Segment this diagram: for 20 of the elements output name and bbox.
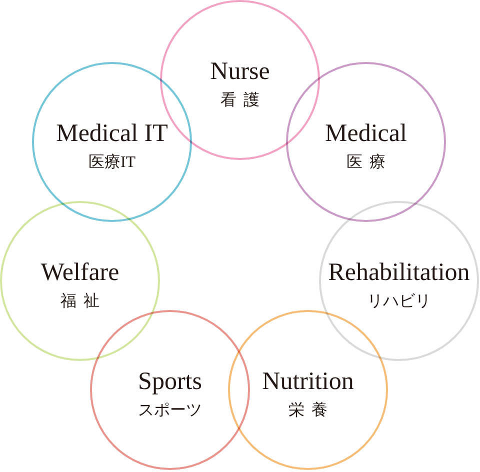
circle-title: Rehabilitation: [328, 260, 470, 286]
topic-circle: [286, 62, 446, 222]
circle-title: Medical: [325, 120, 407, 146]
topic-circle: [228, 310, 388, 470]
circle-title: Nutrition: [262, 368, 354, 394]
topic-circle: [319, 201, 479, 361]
topic-circle: [0, 201, 160, 361]
circle-subtitle: スポーツ: [138, 402, 202, 420]
circle-subtitle: 医療: [345, 154, 393, 172]
circle-title: Sports: [138, 368, 202, 394]
circle-subtitle: 医療IT: [88, 154, 136, 172]
circle-subtitle: リハビリ: [367, 292, 431, 310]
topic-circle: [32, 62, 192, 222]
circle-title: Welfare: [40, 260, 120, 286]
circle-title: Medical IT: [56, 120, 168, 146]
topic-circle: [90, 310, 250, 470]
circle-title: Nurse: [210, 58, 270, 84]
circle-subtitle: 看護: [219, 92, 267, 110]
circle-subtitle: 栄養: [287, 402, 335, 420]
circle-subtitle: 福祉: [59, 292, 107, 310]
